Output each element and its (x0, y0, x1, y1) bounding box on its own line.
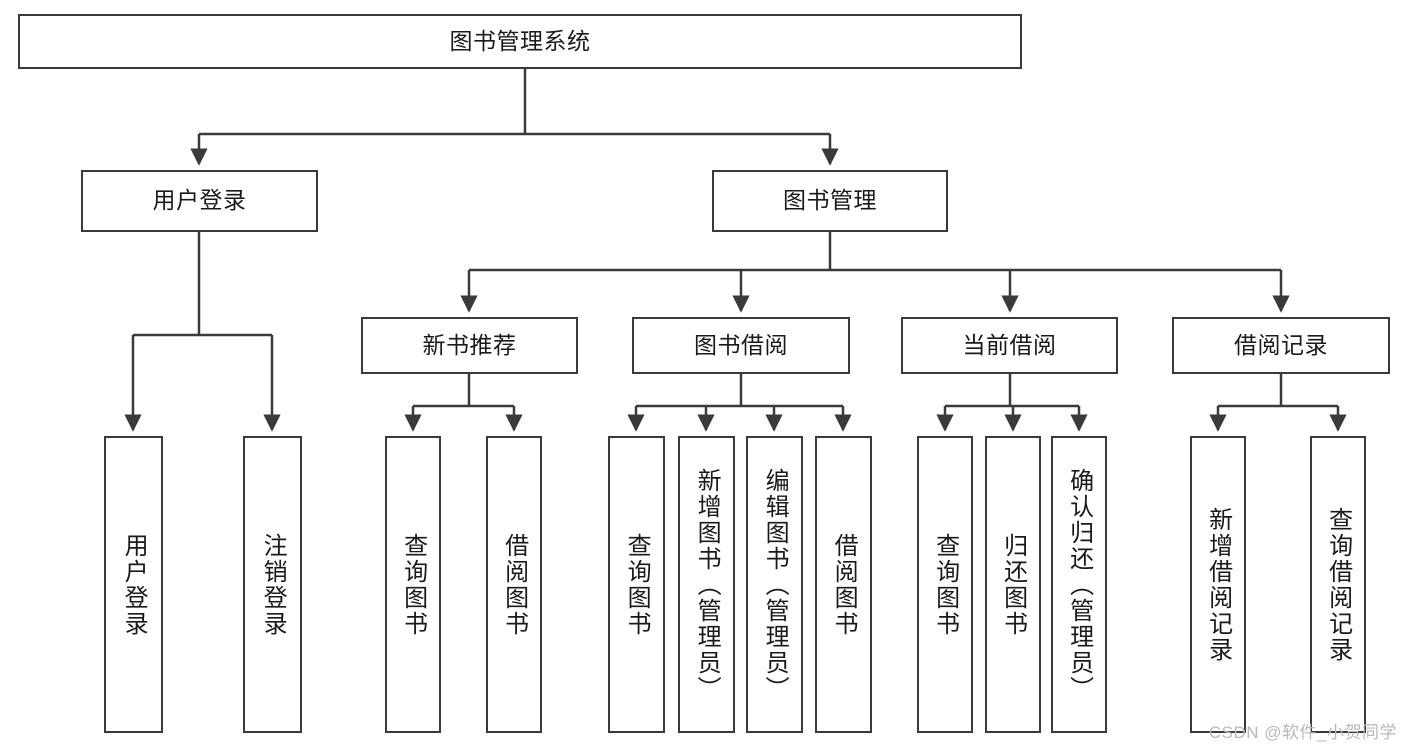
node-current-borrow[interactable]: 当前借阅 (901, 317, 1118, 374)
node-book-manage-label: 图书管理 (783, 187, 877, 214)
node-leaf-query-book-2[interactable]: 查询图书 (608, 436, 665, 733)
node-user-login[interactable]: 用户登录 (81, 170, 318, 232)
node-leaf-add-book-label: 新增图书（管理员） (693, 467, 721, 702)
node-leaf-user-login-label: 用户登录 (120, 532, 148, 637)
node-new-book-recommend[interactable]: 新书推荐 (361, 317, 578, 374)
node-leaf-query-book-2-label: 查询图书 (623, 532, 651, 637)
node-leaf-edit-book[interactable]: 编辑图书（管理员） (746, 436, 803, 733)
node-leaf-confirm-return-label: 确认归还（管理员） (1065, 467, 1093, 702)
node-borrow-record[interactable]: 借阅记录 (1172, 317, 1390, 374)
node-book-borrow[interactable]: 图书借阅 (632, 317, 850, 374)
node-leaf-add-record[interactable]: 新增借阅记录 (1190, 436, 1246, 733)
node-leaf-edit-book-label: 编辑图书（管理员） (761, 467, 789, 702)
node-leaf-confirm-return[interactable]: 确认归还（管理员） (1051, 436, 1107, 733)
node-root-label: 图书管理系统 (449, 27, 591, 54)
node-new-book-recommend-label: 新书推荐 (422, 331, 517, 358)
node-leaf-query-book-3-label: 查询图书 (931, 532, 959, 637)
node-leaf-query-record[interactable]: 查询借阅记录 (1310, 436, 1366, 733)
node-leaf-return-book-label: 归还图书 (999, 532, 1027, 637)
watermark-text: CSDN @软件_小贺同学 (1208, 723, 1397, 742)
node-borrow-record-label: 借阅记录 (1234, 331, 1328, 358)
node-leaf-user-login[interactable]: 用户登录 (104, 436, 163, 733)
node-leaf-borrow-book-2[interactable]: 借阅图书 (815, 436, 872, 733)
node-user-login-label: 用户登录 (152, 187, 247, 214)
node-leaf-add-book[interactable]: 新增图书（管理员） (678, 436, 735, 733)
node-leaf-borrow-book-1[interactable]: 借阅图书 (486, 436, 542, 733)
node-leaf-query-book-1[interactable]: 查询图书 (385, 436, 441, 733)
node-book-manage[interactable]: 图书管理 (712, 170, 948, 232)
node-leaf-borrow-book-1-label: 借阅图书 (500, 532, 528, 637)
node-leaf-borrow-book-2-label: 借阅图书 (830, 532, 858, 637)
node-leaf-query-book-3[interactable]: 查询图书 (917, 436, 973, 733)
node-leaf-query-book-1-label: 查询图书 (399, 532, 427, 637)
node-leaf-return-book[interactable]: 归还图书 (985, 436, 1041, 733)
node-root[interactable]: 图书管理系统 (18, 14, 1022, 69)
node-leaf-logout[interactable]: 注销登录 (243, 436, 302, 733)
node-current-borrow-label: 当前借阅 (962, 331, 1057, 358)
node-leaf-logout-label: 注销登录 (259, 532, 287, 637)
node-leaf-query-record-label: 查询借阅记录 (1324, 506, 1352, 663)
node-leaf-add-record-label: 新增借阅记录 (1204, 506, 1232, 663)
node-book-borrow-label: 图书借阅 (694, 331, 788, 358)
